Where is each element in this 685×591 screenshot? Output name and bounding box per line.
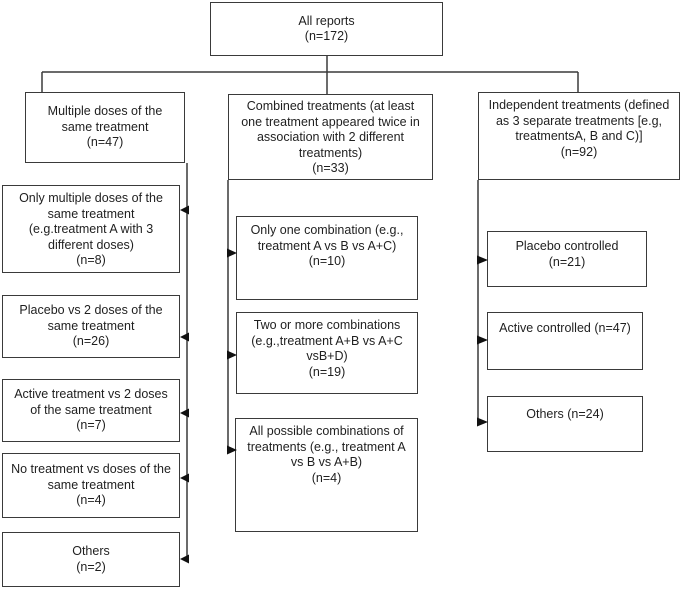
node-others-independent: Others (n=24) [487, 396, 643, 452]
node-all-reports: All reports (n=172) [210, 2, 443, 56]
arrowhead-left-4-icon [180, 473, 189, 483]
node-two-or-more-combinations: Two or more combinations (e.g.,treatment… [236, 312, 418, 394]
node-active-vs-2-doses: Active treatment vs 2 doses of the same … [2, 379, 180, 442]
node-independent-treatments: Independent treatments (defined as 3 sep… [478, 92, 680, 180]
node-active-controlled: Active controlled (n=47) [487, 312, 643, 370]
node-placebo-controlled: Placebo controlled (n=21) [487, 231, 647, 287]
arrowhead-left-3-icon [180, 408, 189, 418]
node-placebo-vs-2-doses: Placebo vs 2 doses of the same treatment… [2, 295, 180, 358]
arrowhead-left-5-icon [180, 554, 189, 564]
node-no-treatment-vs-doses: No treatment vs doses of the same treatm… [2, 453, 180, 518]
node-others-multiple-doses: Others (n=2) [2, 532, 180, 587]
arrowhead-left-2-icon [180, 332, 189, 342]
node-only-multiple-doses: Only multiple doses of the same treatmen… [2, 185, 180, 273]
node-all-possible-combinations: All possible combinations of treatments … [235, 418, 418, 532]
node-multiple-doses: Multiple doses of the same treatment (n=… [25, 92, 185, 163]
arrowhead-left-1-icon [180, 205, 189, 215]
node-combined-treatments: Combined treatments (at least one treatm… [228, 94, 433, 180]
node-only-one-combination: Only one combination (e.g., treatment A … [236, 216, 418, 300]
